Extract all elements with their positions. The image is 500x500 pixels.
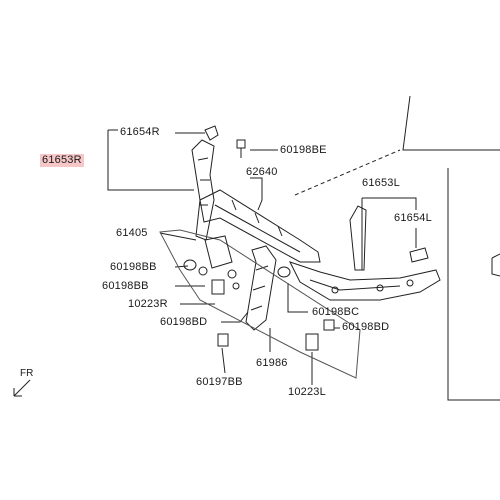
label-60198BB-upper: 60198BB [110,261,157,273]
label-61405: 61405 [116,227,148,239]
lower-panel [159,229,361,379]
label-61653L: 61653L [362,177,400,189]
front-arrow-icon [13,379,31,397]
dashed-guide-line [294,149,401,196]
lower-cross-bar [289,261,441,301]
center-support-61986 [245,245,277,331]
label-60197BB: 60197BB [196,376,243,388]
label-60198BD-left: 60198BD [160,316,208,328]
label-60198BD-right: 60198BD [342,321,390,333]
label-60198BB-lower: 60198BB [102,280,149,292]
label-61654L: 61654L [394,212,432,224]
label-61986: 61986 [256,357,288,369]
side-support-61653R [191,139,215,241]
side-support-61653L [349,205,429,271]
label-61653R: 61653R [40,154,84,167]
label-60198BE: 60198BE [280,144,327,156]
label-10223L: 10223L [288,386,326,398]
label-60198BC: 60198BC [312,306,360,318]
cross-member-62640 [199,189,321,263]
label-61654R: 61654R [120,126,160,138]
front-direction-label: FR [20,368,34,379]
body-outline [402,95,500,401]
bracket-61405 [204,235,233,269]
label-62640: 62640 [246,166,278,178]
label-10223R: 10223R [128,298,168,310]
leader-lines [107,129,417,385]
bracket-61654R [204,125,219,141]
fasteners [183,139,335,351]
